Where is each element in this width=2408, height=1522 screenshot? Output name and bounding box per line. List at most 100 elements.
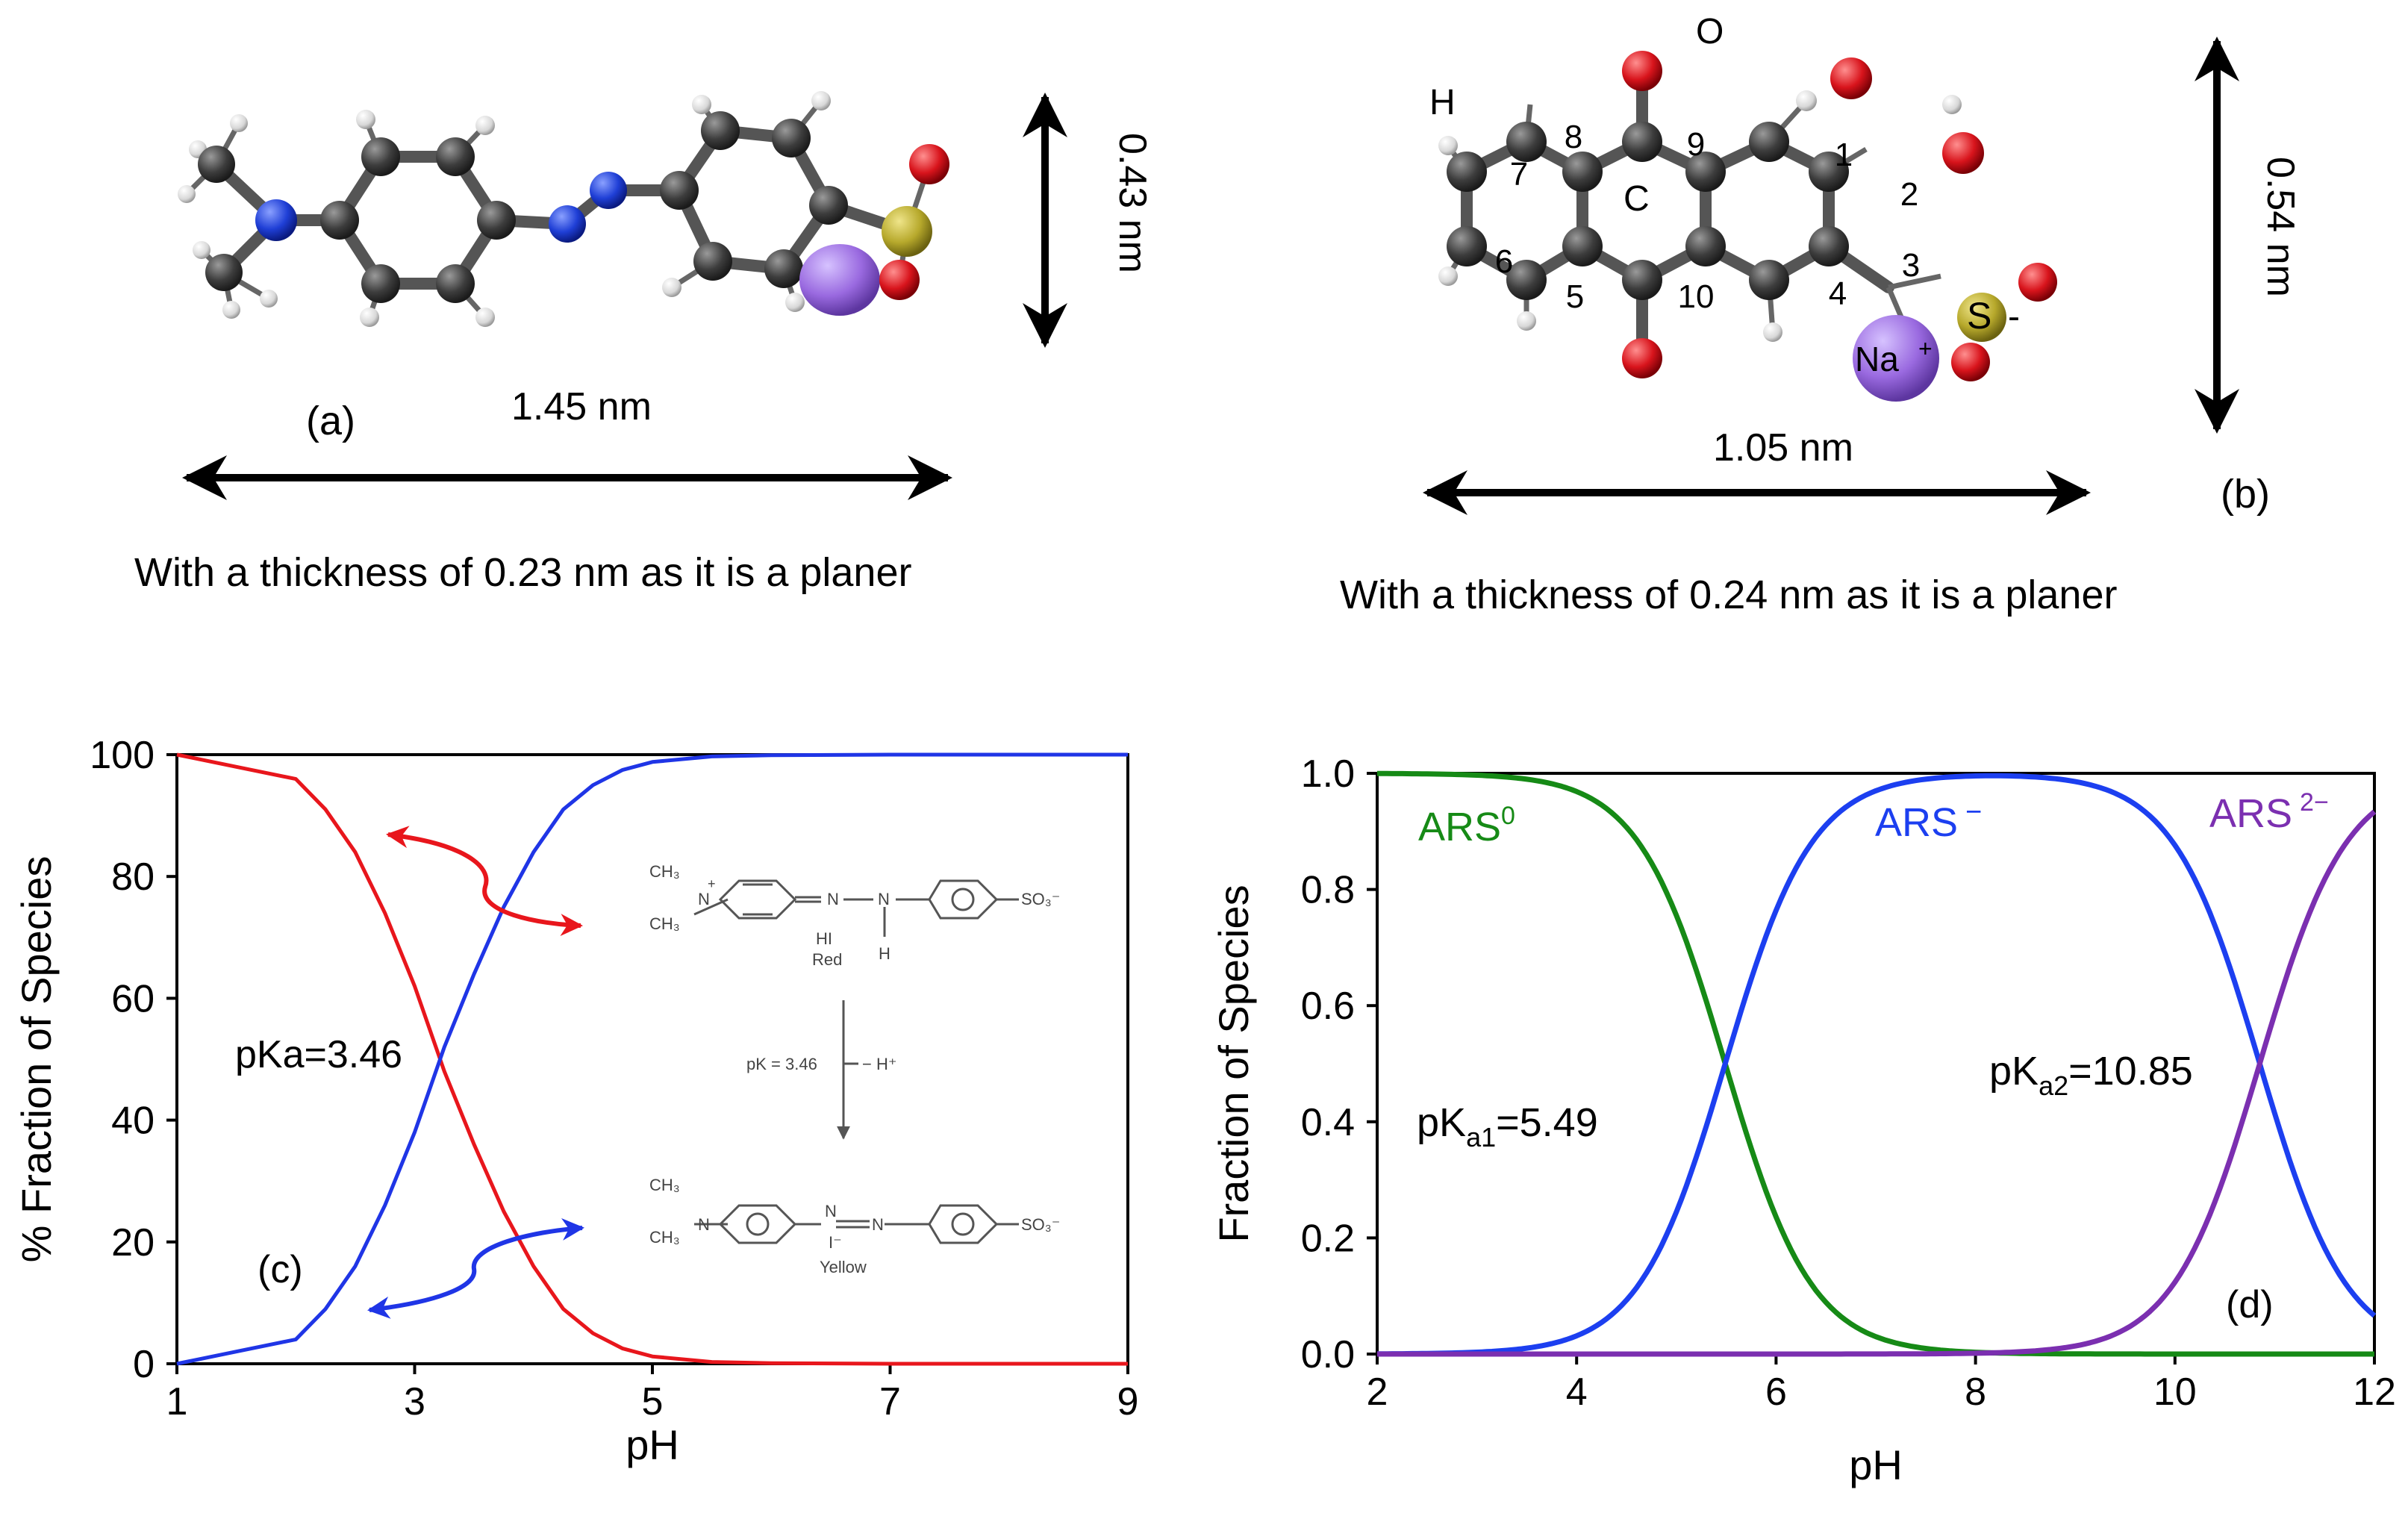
ring-number-2: 2 [1900, 176, 1918, 213]
chart-c-structure-labels: CH₃ CH₃ N + N N H SO₃⁻ HI Red pK = 3.46 … [649, 862, 1060, 1276]
chart-d: 0.0 0.2 0.4 0.6 0.8 1.0 2 4 6 8 10 12 pH Fraction … [1210, 752, 2396, 1488]
chart-d-pka1-label: pKa1=5.49 [1417, 1100, 1598, 1153]
chart-c-xlabel: pH [626, 1421, 679, 1468]
atom-label-h: H [1429, 83, 1456, 122]
ring-number-8: 8 [1565, 119, 1582, 155]
chart-d-legend-ars0: ARS0 [1418, 802, 1515, 849]
scheme-minus-h: − H⁺ [862, 1055, 896, 1073]
chart-d-panel-label: (d) [2226, 1283, 2274, 1326]
chart-c-ylabel: % Fraction of Species [13, 856, 60, 1263]
panel-b-atom-labels: O H C S - Na + [1429, 12, 2020, 378]
ring-number-10: 10 [1678, 278, 1715, 315]
atom-label-o: O [1696, 12, 1724, 52]
ring-number-9: 9 [1687, 126, 1705, 163]
chart-d-xtick-label-0: 2 [1367, 1370, 1388, 1414]
scheme-plus: + [708, 876, 716, 891]
chart-c-xtick-label-0: 1 [166, 1380, 188, 1423]
scheme-n-1: N [827, 890, 839, 908]
scheme-hi: HI [816, 929, 832, 948]
chart-c-y-ticks: 0 20 40 60 80 100 [90, 734, 177, 1386]
scheme-so3-top: SO₃⁻ [1021, 890, 1060, 908]
chart-d-legend-arsm: ARS− [1875, 796, 1982, 845]
chart-c-ytick-label-1: 20 [111, 1221, 155, 1264]
chart-d-xtick-label-4: 10 [2153, 1370, 2197, 1414]
scheme-h: H [879, 944, 890, 963]
scheme-i-minus: I⁻ [829, 1233, 842, 1252]
chart-c-x-ticks: 1 3 5 7 9 [166, 1364, 1139, 1423]
chart-d-ytick-label-4: 0.8 [1301, 869, 1355, 912]
panel-a-label: (a) [306, 399, 355, 443]
chart-c-pka-label: pKa=3.46 [235, 1033, 402, 1076]
scheme-ch3-top-1: CH₃ [649, 862, 680, 881]
panel-a-length-label: 1.45 nm [511, 385, 652, 428]
chart-d-plot-frame [1376, 772, 2376, 1356]
scheme-n-5: N [872, 1215, 884, 1234]
chart-d-xtick-label-5: 12 [2353, 1370, 2396, 1414]
panel-a-height-label: 0.43 nm [1111, 133, 1154, 273]
scheme-pk: pK = 3.46 [746, 1055, 817, 1073]
chart-c-xtick-label-4: 9 [1117, 1380, 1139, 1423]
panel-b-molecule [1438, 51, 2057, 402]
chart-d-series-line-2 [1377, 809, 2377, 1357]
ring-number-5: 5 [1566, 278, 1584, 315]
panel-b-length-label: 1.05 nm [1713, 426, 1853, 470]
chart-c-xtick-label-1: 3 [404, 1380, 425, 1423]
ring-number-1: 1 [1835, 137, 1853, 173]
chart-c-ytick-label-3: 60 [111, 977, 155, 1020]
chart-d-series [1377, 770, 2377, 1357]
scheme-n-2: N [878, 890, 890, 908]
chart-c-ytick-label-0: 0 [133, 1343, 155, 1386]
scheme-n-3: N [698, 1215, 710, 1234]
panel-b-label: (b) [2221, 472, 2270, 517]
ring-number-6: 6 [1495, 243, 1513, 280]
chart-c-blue-arrow [367, 1217, 584, 1319]
atom-label-minus: - [2008, 297, 2020, 337]
chart-c-structure-scheme [693, 879, 1019, 1244]
chart-c-xtick-label-3: 7 [879, 1380, 901, 1423]
chart-d-series-line-1 [1377, 773, 2377, 1357]
chart-c: 0 20 40 60 80 100 1 3 5 7 9 pH % Fraction of Spec… [13, 734, 1138, 1468]
chart-d-ytick-label-1: 0.2 [1301, 1217, 1355, 1260]
chart-d-xtick-label-2: 6 [1765, 1370, 1787, 1414]
ring-number-4: 4 [1829, 275, 1847, 312]
scheme-ch3-bot-1: CH₃ [649, 1176, 680, 1194]
scheme-so3-bot: SO₃⁻ [1021, 1215, 1060, 1234]
scheme-yellow: Yellow [820, 1258, 867, 1276]
chart-d-y-ticks: 0.0 0.2 0.4 0.6 0.8 1.0 [1301, 752, 1377, 1376]
chart-d-x-ticks: 2 4 6 8 10 12 [1367, 1354, 2396, 1414]
atom-label-na: Na [1855, 340, 1899, 378]
panel-b-caption: With a thickness of 0.24 nm as it is a p… [1340, 573, 2117, 617]
chart-d-ylabel: Fraction of Species [1210, 885, 1257, 1242]
panel-b-height-label: 0.54 nm [2259, 157, 2302, 297]
chart-d-xtick-label-1: 4 [1566, 1370, 1588, 1414]
scheme-n-plus: N [698, 890, 710, 908]
chart-c-ytick-label-2: 40 [111, 1100, 155, 1143]
ring-number-3: 3 [1902, 247, 1920, 284]
panel-b-numbers: 1 2 3 4 5 6 7 8 9 10 [1495, 119, 1920, 315]
chart-d-ytick-label-5: 1.0 [1301, 752, 1355, 796]
chart-c-series-line-0 [176, 752, 1128, 1366]
atom-label-c: C [1623, 179, 1650, 219]
scheme-red: Red [812, 950, 842, 969]
chart-c-ytick-label-4: 80 [111, 855, 155, 899]
chart-d-series-line-0 [1377, 770, 2374, 1357]
chart-d-xtick-label-3: 8 [1965, 1370, 1986, 1414]
scheme-n-4: N [825, 1202, 837, 1220]
chart-d-ytick-label-0: 0.0 [1301, 1333, 1355, 1376]
chart-c-red-arrow [386, 826, 583, 937]
chart-c-ytick-label-5: 100 [90, 734, 155, 777]
chart-c-panel-label: (c) [258, 1248, 303, 1291]
chart-c-xtick-label-2: 5 [642, 1380, 664, 1423]
scheme-ch3-bot-2: CH₃ [649, 1228, 680, 1247]
chart-d-xlabel: pH [1849, 1441, 1903, 1488]
chart-d-pka2-label: pKa2=10.85 [1989, 1049, 2193, 1101]
atom-label-s: S [1967, 295, 1991, 337]
panel-a-caption: With a thickness of 0.23 nm as it is a p… [134, 550, 911, 595]
scheme-ch3-top-2: CH₃ [649, 914, 680, 933]
atom-label-plus: + [1918, 335, 1933, 362]
panel-a-molecule [178, 91, 949, 327]
chart-d-ytick-label-3: 0.6 [1301, 985, 1355, 1028]
chart-d-ytick-label-2: 0.4 [1301, 1101, 1355, 1144]
